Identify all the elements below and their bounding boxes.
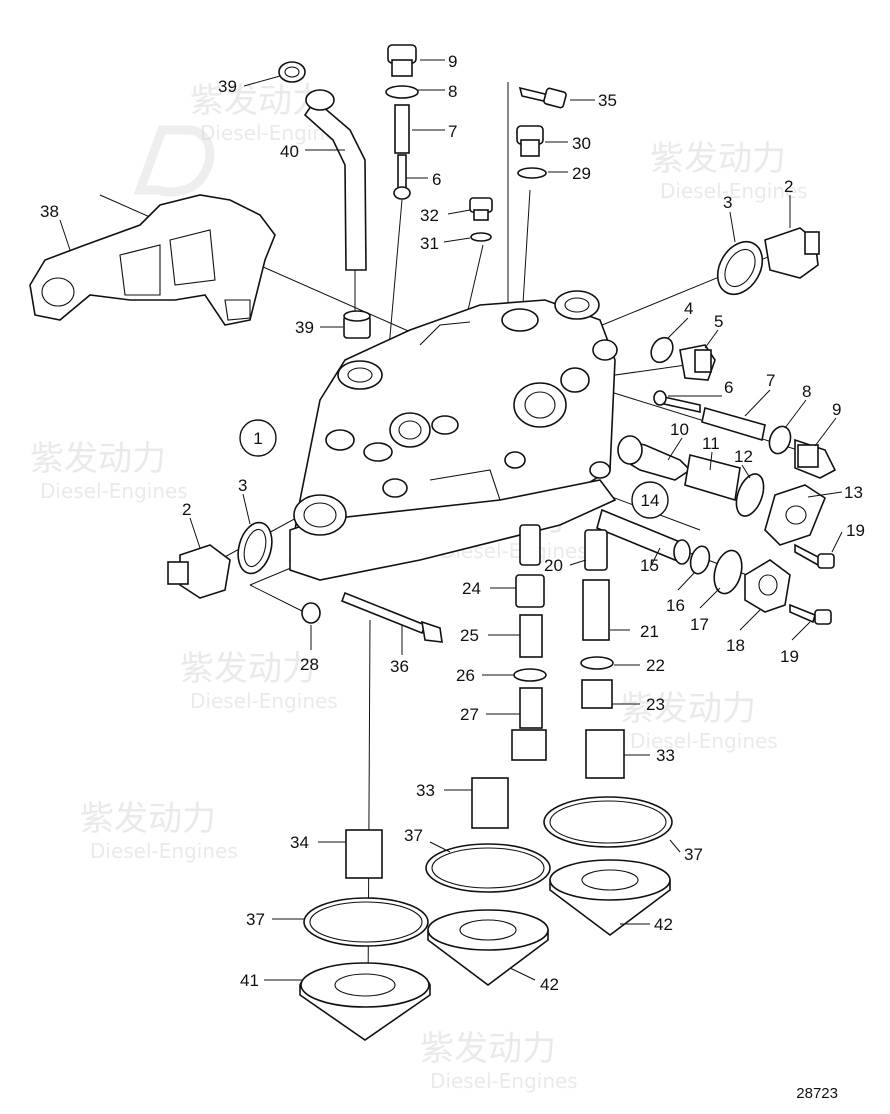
part-label: 2: [182, 500, 191, 519]
part-label: 41: [240, 971, 259, 990]
part-label: 37: [404, 826, 423, 845]
leader-lines: [59, 59, 843, 981]
watermark: 紫发动力 Diesel-Engines 紫发动力 Diesel-Engines …: [30, 81, 808, 1093]
part-label: 19: [846, 521, 865, 540]
part-label: 31: [420, 234, 439, 253]
part-label: 39: [295, 318, 314, 337]
part-label: 22: [646, 656, 665, 675]
gasket-38: [29, 194, 276, 326]
part-label: 40: [280, 142, 299, 161]
part-label: 2: [784, 177, 793, 196]
pressure-valve-stack: [385, 44, 419, 200]
part-label: 12: [734, 447, 753, 466]
part-label: 33: [416, 781, 435, 800]
part-label: 7: [766, 371, 775, 390]
watermark-brand: 紫发动力: [420, 1029, 556, 1069]
watermark-brand: 紫发动力: [180, 649, 316, 689]
part-label: 8: [448, 82, 457, 101]
part-label: 32: [420, 206, 439, 225]
part-label: 13: [844, 483, 863, 502]
part-label: 4: [684, 299, 693, 318]
watermark-sub: Diesel-Engines: [90, 839, 238, 863]
part-label: 16: [666, 596, 685, 615]
watermark-sub: Diesel-Engines: [430, 1069, 578, 1093]
watermark-sub: Diesel-Engines: [40, 479, 188, 503]
part-label: 15: [640, 556, 659, 575]
part-label: 38: [40, 202, 59, 221]
watermark-brand: 紫发动力: [190, 81, 326, 121]
tube-40: [278, 61, 371, 339]
part-label: 3: [723, 193, 732, 212]
callout-1: 1: [239, 419, 277, 457]
part-label: 37: [246, 910, 265, 929]
part-label: 30: [572, 134, 591, 153]
part-label: 29: [572, 164, 591, 183]
part-label: 26: [456, 666, 475, 685]
part-label: 33: [656, 746, 675, 765]
callout-label: 14: [641, 491, 660, 510]
part-label: 20: [544, 556, 563, 575]
part-label: 7: [448, 122, 457, 141]
part-label: 19: [780, 647, 799, 666]
right-center-valve-stack: [580, 529, 614, 709]
part-label: 42: [540, 975, 559, 994]
watermark-sub: Diesel-Engines: [630, 729, 778, 753]
center-valve-stack: [511, 524, 547, 761]
part-label: 3: [238, 476, 247, 495]
part-label: 39: [218, 77, 237, 96]
part-label: 6: [724, 378, 733, 397]
watermark-brand: 紫发动力: [30, 439, 166, 479]
drawing-number: 28723: [796, 1085, 838, 1102]
part-label: 10: [670, 420, 689, 439]
bolt-36: [340, 591, 443, 643]
part-label: 23: [646, 695, 665, 714]
watermark-brand: 紫发动力: [650, 139, 786, 179]
watermark-sub: Diesel-Engines: [660, 179, 808, 203]
right-plug-parts: [650, 227, 820, 381]
part-label: 5: [714, 312, 723, 331]
part-labels: 9 8 7 6 39 40 38 39 35 30 29 32 31 3 2 4…: [40, 52, 865, 994]
watermark-brand: 紫发动力: [620, 689, 756, 729]
right-valve-stack: [653, 390, 837, 479]
seal-rings-37: [303, 796, 673, 947]
part-label: 34: [290, 833, 309, 852]
part-label: 28: [300, 655, 319, 674]
part-label: 17: [690, 615, 709, 634]
plugs-upper: [469, 86, 567, 242]
lower-right-valve: [596, 508, 832, 625]
part-label: 35: [598, 91, 617, 110]
left-plug-parts: [167, 521, 321, 624]
part-label: 27: [460, 705, 479, 724]
part-label: 6: [432, 170, 441, 189]
part-label: 9: [448, 52, 457, 71]
watermark-logo-icon: [133, 125, 215, 197]
part-label: 37: [684, 845, 703, 864]
part-label: 21: [640, 622, 659, 641]
threaded-inserts: [345, 729, 625, 879]
part-label: 24: [462, 579, 481, 598]
watermark-brand: 紫发动力: [80, 799, 216, 839]
part-label: 18: [726, 636, 745, 655]
piston-assembly: [617, 435, 835, 569]
callout-label: 1: [253, 429, 262, 448]
callout-14: 14: [631, 481, 669, 519]
filter-bowls: [299, 859, 671, 1041]
part-label: 8: [802, 382, 811, 401]
part-label: 36: [390, 657, 409, 676]
part-label: 25: [460, 626, 479, 645]
watermark-sub: Diesel-Engines: [190, 689, 338, 713]
part-label: 42: [654, 915, 673, 934]
valve-housing: [289, 290, 618, 581]
part-label: 11: [702, 434, 720, 453]
part-label: 9: [832, 400, 841, 419]
